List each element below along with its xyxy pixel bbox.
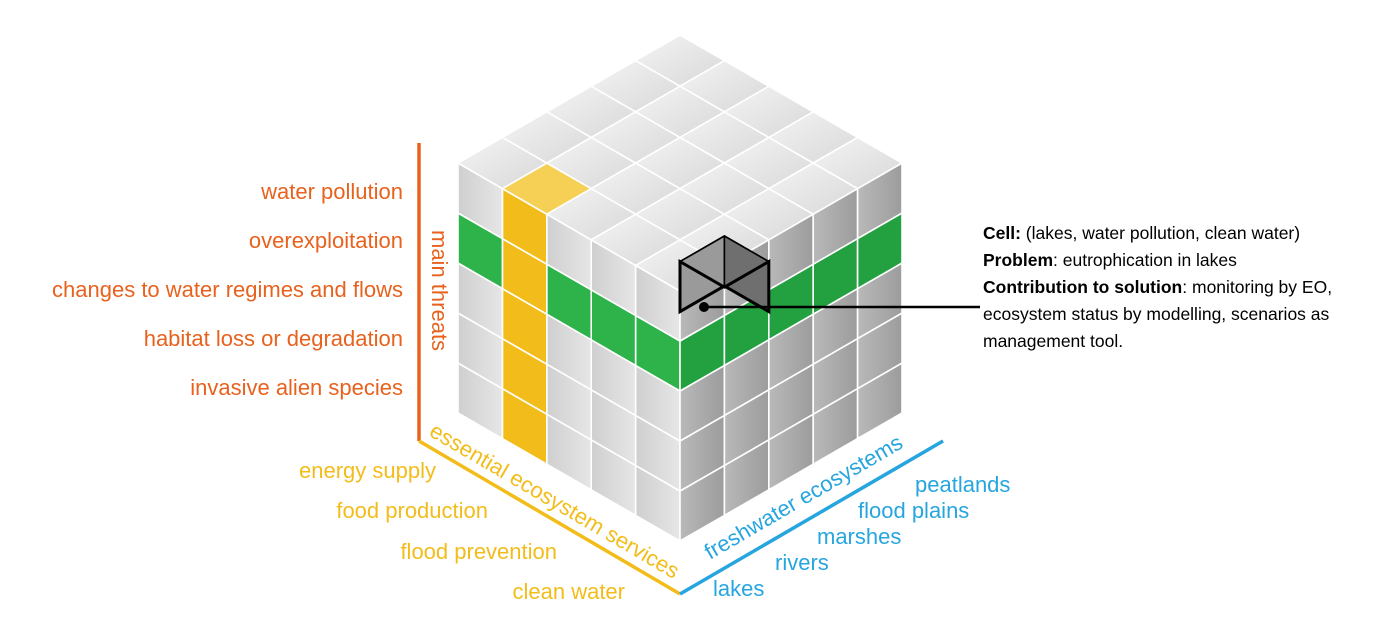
ecosystem-label-marshes: marshes xyxy=(817,524,901,549)
contribution-text: : monitoring by EO, ecosystem status by … xyxy=(983,277,1333,351)
cell-line: Cell: (lakes, water pollution, clean wat… xyxy=(983,220,1383,247)
cube-top-cell xyxy=(634,34,726,87)
ecosystem-label-flood-plains: flood plains xyxy=(858,498,969,523)
service-label-food-production: food production xyxy=(336,498,488,523)
cell-text: (lakes, water pollution, clean water) xyxy=(1020,223,1301,243)
service-label-energy-supply: energy supply xyxy=(299,458,436,483)
threats-axis-title: main threats xyxy=(427,230,452,351)
ecosystem-label-peatlands: peatlands xyxy=(915,472,1010,497)
problem-line: Problem: eutrophication in lakes xyxy=(983,247,1383,274)
threat-label-water-regimes: changes to water regimes and flows xyxy=(52,277,403,302)
ecosystems-axis-line xyxy=(679,439,944,596)
cell-label: Cell: xyxy=(983,223,1021,243)
callout-dot xyxy=(699,302,709,312)
cell-info-panel: Cell: (lakes, water pollution, clean wat… xyxy=(983,220,1383,355)
service-label-flood-prevention: flood prevention xyxy=(400,539,557,564)
cube-grid xyxy=(457,34,903,542)
threat-label-habitat-loss: habitat loss or degradation xyxy=(144,326,403,351)
ecosystem-label-lakes: lakes xyxy=(713,576,764,601)
ecosystem-label-rivers: rivers xyxy=(775,550,829,575)
highlight-cell-outline xyxy=(678,259,771,315)
threat-label-overexploitation: overexploitation xyxy=(249,228,403,253)
service-label-clean-water: clean water xyxy=(512,579,625,604)
services-axis-line xyxy=(418,439,681,596)
threat-label-water-pollution: water pollution xyxy=(260,179,403,204)
contribution-label: Contribution to solution xyxy=(983,277,1183,297)
problem-label: Problem xyxy=(983,250,1054,270)
threat-label-invasive-species: invasive alien species xyxy=(190,375,403,400)
problem-text: : eutrophication in lakes xyxy=(1053,250,1237,270)
contribution-line: Contribution to solution: monitoring by … xyxy=(983,274,1383,355)
